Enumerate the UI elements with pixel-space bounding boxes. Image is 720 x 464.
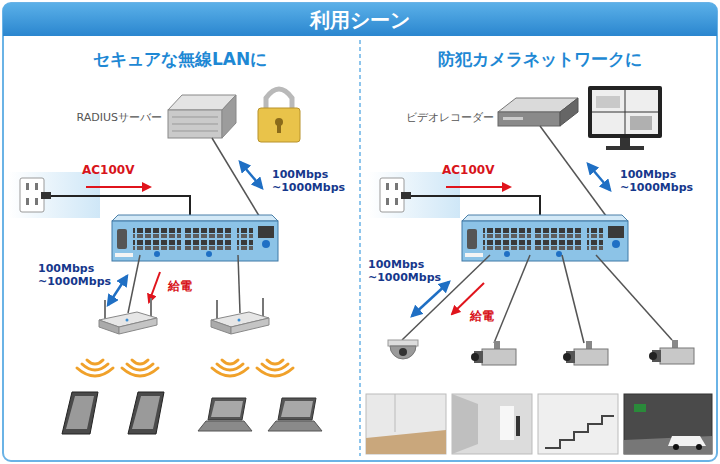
wireless-lan-scene [62,392,98,434]
camera-network-scene [606,146,644,150]
wireless-lan-scene [257,360,293,376]
camera-network-scene [390,346,416,359]
camera-network-scene [411,196,540,216]
wireless-lan-scene [268,398,322,431]
camera-network-scene [446,186,510,188]
wireless-lan-scene [149,272,160,302]
wireless-lan-scene [211,298,269,334]
wireless-lan-scene [172,124,218,125]
camera-network-scene [366,394,446,454]
camera-network-scene [563,341,608,365]
camera-network-scene [500,406,514,440]
camera-network-scene [649,340,694,364]
wireless-lan-scene [198,398,252,431]
power-feed-label: 給電 [470,310,494,323]
power-label: AC100V [442,164,494,177]
camera-network-scene [503,117,523,120]
scene-panel: 防犯カメラネットワークにビデオレコーダー [360,40,720,456]
camera-network-scene [562,255,584,343]
wireless-lan-scene [128,255,140,313]
panel-heading: 防犯カメラネットワークに [360,40,720,71]
wireless-lan-scene [240,162,262,188]
camera-network-scene [452,394,532,454]
speed-label: 100Mbps ~1000Mbps [620,168,700,194]
power-feed-label: 給電 [168,280,192,293]
device-label: ビデオレコーダー [402,110,494,126]
device-name: ビデオレコーダー [402,110,494,126]
wireless-lan-scene [128,392,164,434]
camera-network-scene [592,112,658,113]
camera-network-scene [592,90,658,134]
camera-network-scene [596,96,620,108]
camera-network-scene [388,340,418,346]
wireless-lan-scene [77,360,113,376]
camera-network-scene [624,394,712,454]
wireless-lan-scene [222,95,236,138]
camera-network-scene [696,444,702,450]
wireless-lan-scene [122,360,158,376]
camera-network-scene [588,86,662,138]
camera-network-scene [494,255,530,343]
speed-label: 100Mbps ~1000Mbps [272,168,352,194]
wireless-lan-scene [86,186,150,188]
camera-network-scene [673,444,679,450]
wireless-lan-scene [99,298,157,334]
wireless-lan-scene [172,131,218,132]
wireless-lan-scene [258,108,300,142]
power-label: AC100V [82,164,134,177]
device-label: RADIUSサーバー [72,110,162,126]
camera-network-scene [545,416,614,448]
camera-network-scene [620,138,630,146]
camera-network-scene [516,416,520,436]
camera-network-scene [462,215,628,261]
wireless-lan-scene [277,124,281,133]
camera-network-scene [596,255,672,340]
camera-network-scene [560,98,578,126]
wireless-lan-scene [112,215,278,261]
camera-network-scene [366,430,446,454]
wireless-lan-scene [172,117,218,118]
camera-network-scene [630,116,652,130]
wireless-lan-scene [212,360,248,376]
camera-network-scene [395,394,396,432]
camera-network-scene [452,394,478,454]
camera-network-scene [634,404,646,412]
camera-network-scene [366,86,712,454]
speed-label: 100Mbps ~1000Mbps [38,262,118,288]
wireless-lan-scene [8,89,322,434]
divider [359,40,361,456]
camera-network-scene [540,126,612,224]
device-name: RADIUSサーバー [72,110,162,126]
camera-network-scene [399,348,407,356]
wireless-lan-scene [212,138,264,224]
scene-panel: セキュアな無線LANに RADIUSサーバー [0,40,360,456]
camera-network-scene [624,436,712,454]
speed-label: 100Mbps ~1000Mbps [368,258,448,284]
camera-network-scene [471,341,516,365]
camera-network-scene [538,394,618,454]
page-title: 利用シーン [0,4,720,36]
wireless-lan-scene [238,255,240,313]
panel-heading: セキュアな無線LANに [0,40,360,71]
wireless-lan-scene [51,196,190,216]
camera-network-scene [412,282,449,316]
camera-network-scene [588,164,610,190]
frame [3,3,717,461]
wireless-lan-scene [168,110,222,138]
wireless-lan-scene [266,89,292,110]
camera-network-scene [498,112,560,126]
